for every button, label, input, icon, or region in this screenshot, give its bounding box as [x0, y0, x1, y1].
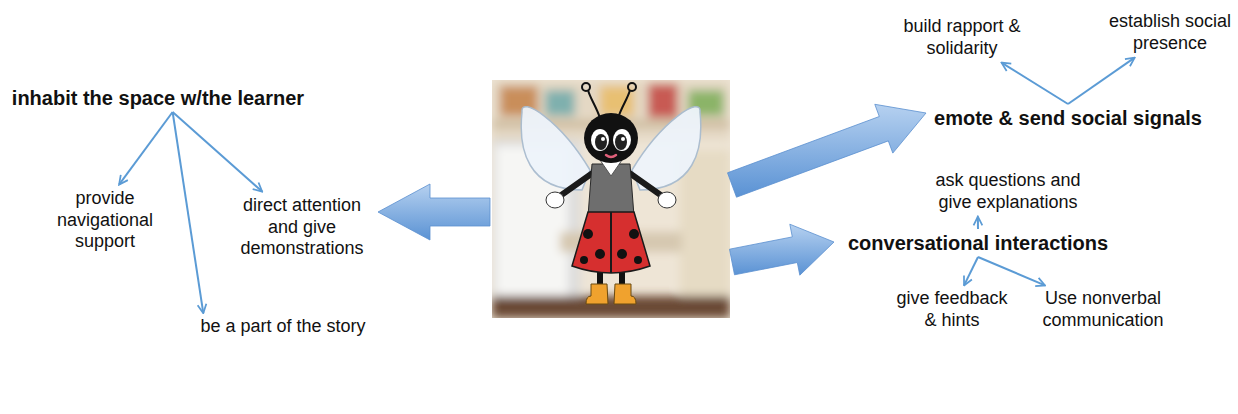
subtopic-text: be a part of the story [200, 316, 365, 338]
subtopic-text: establish social presence [1100, 11, 1238, 54]
background-wall [492, 80, 730, 318]
kitchen-background [492, 80, 730, 318]
right-wing [632, 107, 701, 190]
block-arrow [730, 224, 835, 275]
subtopic-node: establish social presence [1100, 11, 1238, 54]
subtopic-node: provide navigational support [45, 188, 165, 253]
antenna [618, 90, 630, 118]
arm [628, 172, 662, 196]
block-arrow [378, 184, 490, 240]
boot [586, 284, 608, 304]
branch-arrow [978, 257, 1045, 285]
eye-white [591, 129, 609, 151]
category-node: inhabit the space w/the learner [12, 86, 304, 110]
branch-arrow [977, 217, 979, 229]
boot [614, 284, 636, 304]
glove [658, 192, 676, 208]
antenna [588, 90, 600, 118]
category-heading: emote & send social signals [934, 106, 1202, 130]
shell-dot [595, 249, 605, 259]
subtopic-text: give feedback & hints [893, 288, 1011, 331]
branch-arrow [1068, 58, 1135, 104]
subtopic-node: Use nonverbal communication [1038, 288, 1168, 331]
shell-dot [617, 249, 627, 259]
subtopic-node: direct attention and give demonstrations [235, 195, 370, 260]
antenna-curl [582, 83, 590, 91]
shelf-item [648, 84, 678, 118]
shell-dot [583, 229, 593, 239]
shelf-item [545, 90, 575, 116]
subtopic-text: ask questions and give explanations [928, 170, 1088, 213]
subtopic-node: be a part of the story [200, 316, 365, 338]
category-node: conversational interactions [848, 231, 1108, 255]
shell-line [610, 212, 612, 273]
subtopic-text: build rapport & solidarity [892, 16, 1032, 59]
branch-arrow [119, 112, 173, 185]
category-node: emote & send social signals [934, 106, 1202, 130]
mouth [606, 155, 616, 157]
ladybug-shell [572, 212, 650, 273]
arm [560, 172, 594, 196]
left-wing [521, 107, 590, 190]
category-heading: inhabit the space w/the learner [12, 86, 304, 110]
shell-dot [580, 256, 588, 264]
branch-arrow [1001, 63, 1068, 104]
eye-highlight [601, 137, 605, 141]
subtopic-node: give feedback & hints [893, 288, 1011, 331]
subtopic-node: build rapport & solidarity [892, 16, 1032, 59]
eye-white [613, 129, 631, 151]
block-arrow [728, 104, 927, 197]
branch-arrow [964, 257, 978, 285]
ladybug-agent [521, 83, 701, 304]
head [584, 113, 638, 163]
category-heading: conversational interactions [848, 231, 1108, 255]
shell-dot [629, 229, 639, 239]
shell-dot [634, 256, 642, 264]
subtopic-text: provide navigational support [45, 188, 165, 253]
floor [492, 296, 730, 318]
glove [546, 192, 564, 208]
pupil [595, 134, 607, 150]
branch-arrow [173, 112, 263, 192]
branch-arrow [173, 112, 204, 313]
eye-highlight [621, 137, 625, 141]
pupil [615, 134, 627, 150]
subtopic-text: direct attention and give demonstrations [235, 195, 370, 260]
subtopic-text: Use nonverbal communication [1038, 288, 1168, 331]
subtopic-node: ask questions and give explanations [928, 170, 1088, 213]
antenna-curl [628, 83, 636, 91]
